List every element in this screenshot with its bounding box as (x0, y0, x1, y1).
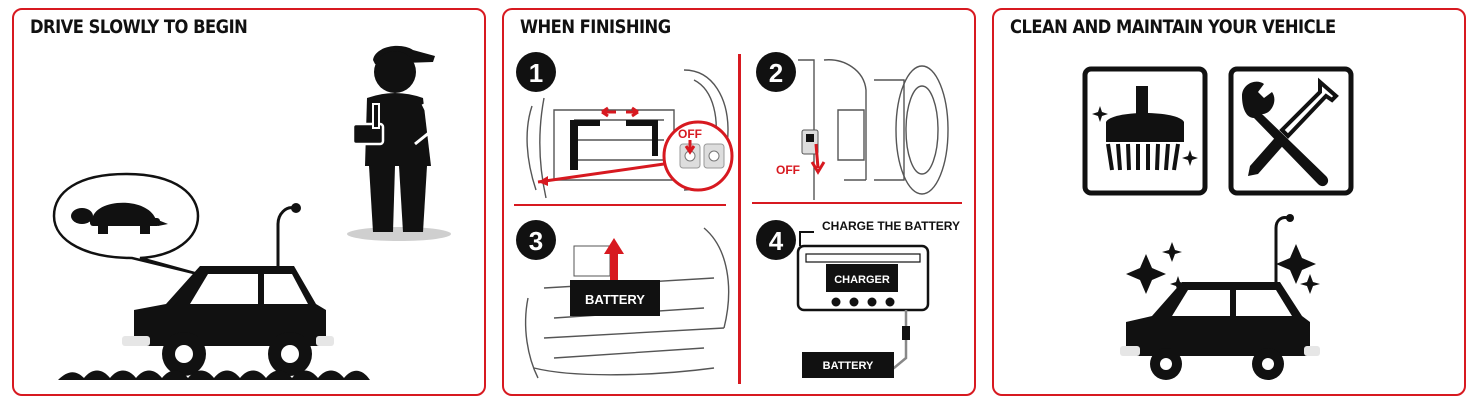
step-number-badge: 2 (756, 52, 796, 92)
svg-text:1: 1 (529, 58, 543, 88)
step-2: 2 OFF (756, 52, 949, 200)
person-with-controller-icon (347, 45, 451, 241)
divider-vertical (738, 54, 741, 384)
panel-title: DRIVE SLOWLY TO BEGIN (30, 16, 248, 38)
svg-text:2: 2 (769, 58, 783, 88)
speech-bubble (52, 172, 200, 276)
sparkle-icon (1126, 242, 1320, 294)
panel-drive-slowly: DRIVE SLOWLY TO BEGIN (12, 8, 486, 396)
off-label: OFF (776, 163, 800, 177)
divider-horizontal-right (752, 202, 962, 204)
car-icon (58, 203, 370, 380)
clean-car-icon (1120, 214, 1320, 380)
tools-wrench-screwdriver-icon (1228, 66, 1354, 196)
battery-icon: BATTERY (802, 352, 894, 378)
step-number-badge: 4 (756, 220, 796, 260)
svg-text:CHARGER: CHARGER (834, 274, 890, 286)
battery-label: BATTERY (585, 292, 645, 307)
svg-text:3: 3 (529, 226, 543, 256)
cleaning-brush-icon (1082, 66, 1208, 196)
panel-title: WHEN FINISHING (520, 16, 671, 38)
step-number-badge: 3 (516, 220, 556, 260)
charger-icon: CHARGER (796, 244, 930, 312)
off-label: OFF (678, 127, 702, 141)
divider-horizontal-left (514, 204, 726, 206)
turtle-icon (71, 202, 168, 234)
panel-title: CLEAN AND MAINTAIN YOUR VEHICLE (1010, 16, 1336, 38)
step-4: 4 CHARGE THE BATTERY CHARGER BATTERY (756, 219, 960, 378)
svg-text:4: 4 (769, 226, 784, 256)
panel-clean-maintain: CLEAN AND MAINTAIN YOUR VEHICLE (992, 8, 1466, 396)
step-3: 3 BATTERY (516, 220, 730, 379)
step-1: 1 OFF (516, 52, 734, 199)
step-number-badge: 1 (516, 52, 556, 92)
charge-caption: CHARGE THE BATTERY (822, 219, 960, 233)
esc-switch-illustration (798, 59, 949, 200)
svg-text:BATTERY: BATTERY (823, 360, 874, 372)
panel-when-finishing: WHEN FINISHING 1 OFF (502, 8, 976, 396)
